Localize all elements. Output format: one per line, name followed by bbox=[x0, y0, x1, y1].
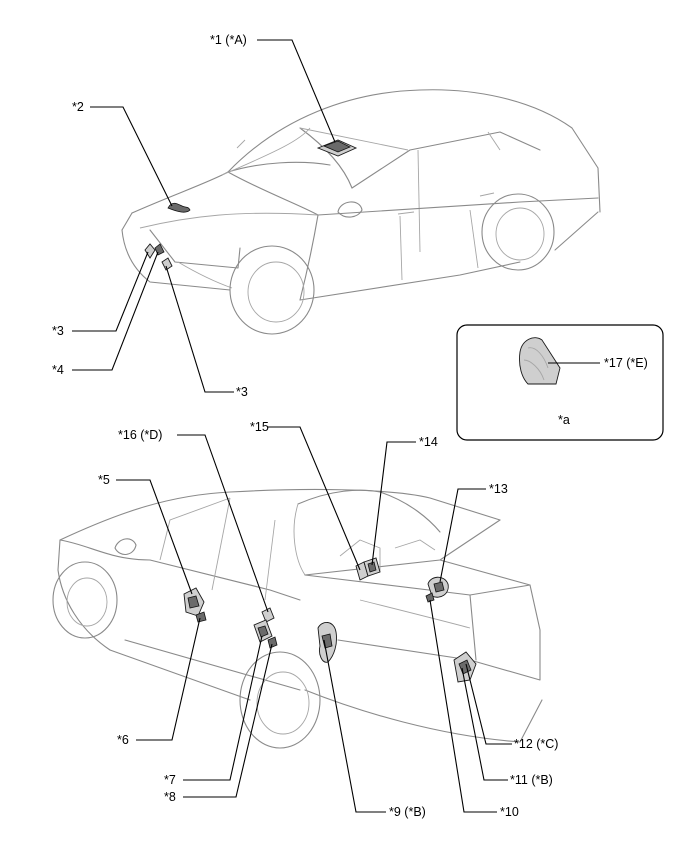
front-car-illustration bbox=[121, 89, 601, 335]
callout-3-left: *3 bbox=[52, 324, 64, 338]
callout-15: *15 bbox=[250, 420, 269, 434]
part-6-sensor bbox=[195, 611, 207, 623]
callout-14: *14 bbox=[419, 435, 438, 449]
part-10-sensor bbox=[425, 592, 435, 603]
leader-lines bbox=[72, 39, 600, 813]
callout-8: *8 bbox=[164, 790, 176, 804]
callout-2: *2 bbox=[72, 100, 84, 114]
part-8-sensor bbox=[267, 636, 278, 649]
part-4-front-sensor bbox=[154, 243, 165, 256]
part-14-seat-module bbox=[363, 557, 381, 577]
part-16-pillar-module bbox=[261, 607, 275, 623]
callout-9: *9 (*B) bbox=[389, 805, 426, 819]
callout-6: *6 bbox=[117, 733, 129, 747]
part-9-quarter-module bbox=[317, 622, 337, 663]
part-1-overhead-module bbox=[316, 139, 358, 157]
callout-5: *5 bbox=[98, 473, 110, 487]
callout-4: *4 bbox=[52, 363, 64, 377]
part-7-module bbox=[253, 619, 273, 643]
part-3-front-sensor-right bbox=[161, 257, 173, 271]
callout-3-right: *3 bbox=[236, 385, 248, 399]
callout-7: *7 bbox=[164, 773, 176, 787]
callout-labels: *1 (*A) *2 *3 *4 *3 *17 (*E) *16 (*D) *1… bbox=[52, 33, 648, 819]
part-2-hood-sensor bbox=[167, 202, 191, 213]
callout-16: *16 (*D) bbox=[118, 428, 162, 442]
part-12-rear-module bbox=[453, 651, 477, 683]
rear-car-illustration bbox=[52, 488, 543, 749]
part-3-front-sensor-left bbox=[144, 243, 156, 259]
callout-1: *1 (*A) bbox=[210, 33, 247, 47]
callout-10: *10 bbox=[500, 805, 519, 819]
inset-caption: *a bbox=[558, 413, 570, 427]
callout-12: *12 (*C) bbox=[514, 737, 558, 751]
callout-13: *13 bbox=[489, 482, 508, 496]
part-5-door-module bbox=[183, 587, 205, 617]
callout-17: *17 (*E) bbox=[604, 356, 648, 370]
callout-11: *11 (*B) bbox=[510, 773, 553, 787]
part-17-detail bbox=[519, 337, 561, 385]
inset-detail-box: *a bbox=[456, 324, 664, 441]
part-13-trunk-module bbox=[427, 576, 449, 598]
